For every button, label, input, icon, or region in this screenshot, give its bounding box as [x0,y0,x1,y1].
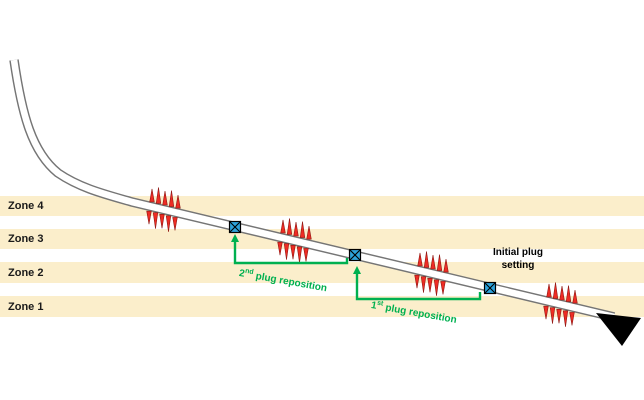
zone-label-3: Zone 3 [8,233,44,245]
well-end-arrowhead-icon [596,313,641,346]
zone-band-4: Zone 4 [0,196,644,216]
zone-band-1: Zone 1 [0,296,644,317]
fracture-spike-icon [546,283,552,298]
label-initial-plug-setting-line1: Initial plug [493,247,543,258]
zone-label-1: Zone 1 [8,300,44,313]
label-initial-plug-setting-line2: setting [501,260,535,271]
zone-label-4: Zone 4 [8,200,44,212]
fracture-spike-icon [440,281,446,295]
label-initial-plug-setting: Initial plug setting [478,246,558,272]
plug-icon [483,281,497,295]
fracture-spike-icon [159,213,165,229]
fracture-spike-icon [303,248,309,262]
zone-label-2: Zone 2 [8,266,44,279]
fracture-spike-icon [296,246,303,263]
plug-icon [348,248,362,262]
